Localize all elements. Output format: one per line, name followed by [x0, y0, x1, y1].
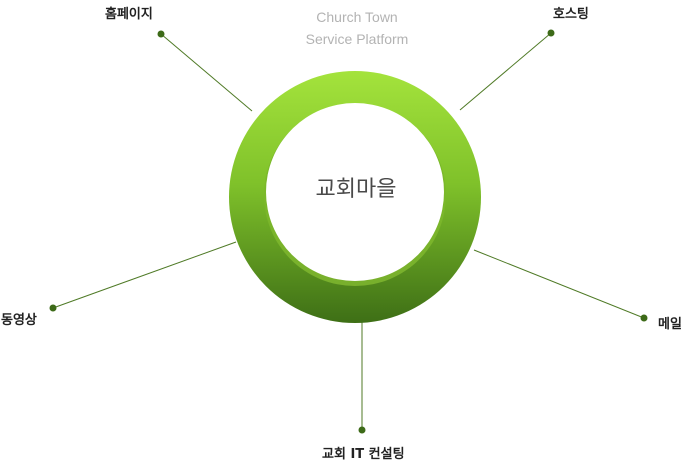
connector-homepage	[160, 33, 253, 112]
dot-mail	[640, 314, 648, 322]
dot-consulting	[358, 426, 366, 434]
dot-video	[49, 304, 57, 312]
connector-hosting	[459, 32, 552, 111]
node-label-homepage: 홈페이지	[105, 7, 153, 22]
hub-center-label: 교회마을	[315, 177, 397, 202]
subtitle-line-1: Church Town	[316, 9, 398, 25]
connector-mail	[473, 249, 645, 319]
dot-homepage	[157, 30, 165, 38]
subtitle-line-2: Service Platform	[305, 31, 409, 47]
connector-video	[52, 241, 237, 309]
node-label-consulting: 교회 IT 컨설팅	[322, 447, 405, 462]
node-label-hosting: 호스팅	[553, 7, 589, 22]
dot-hosting	[547, 29, 555, 37]
hub-center-disc	[266, 103, 444, 281]
node-label-video: 동영상	[1, 313, 37, 328]
node-label-mail: 메일	[658, 317, 682, 332]
